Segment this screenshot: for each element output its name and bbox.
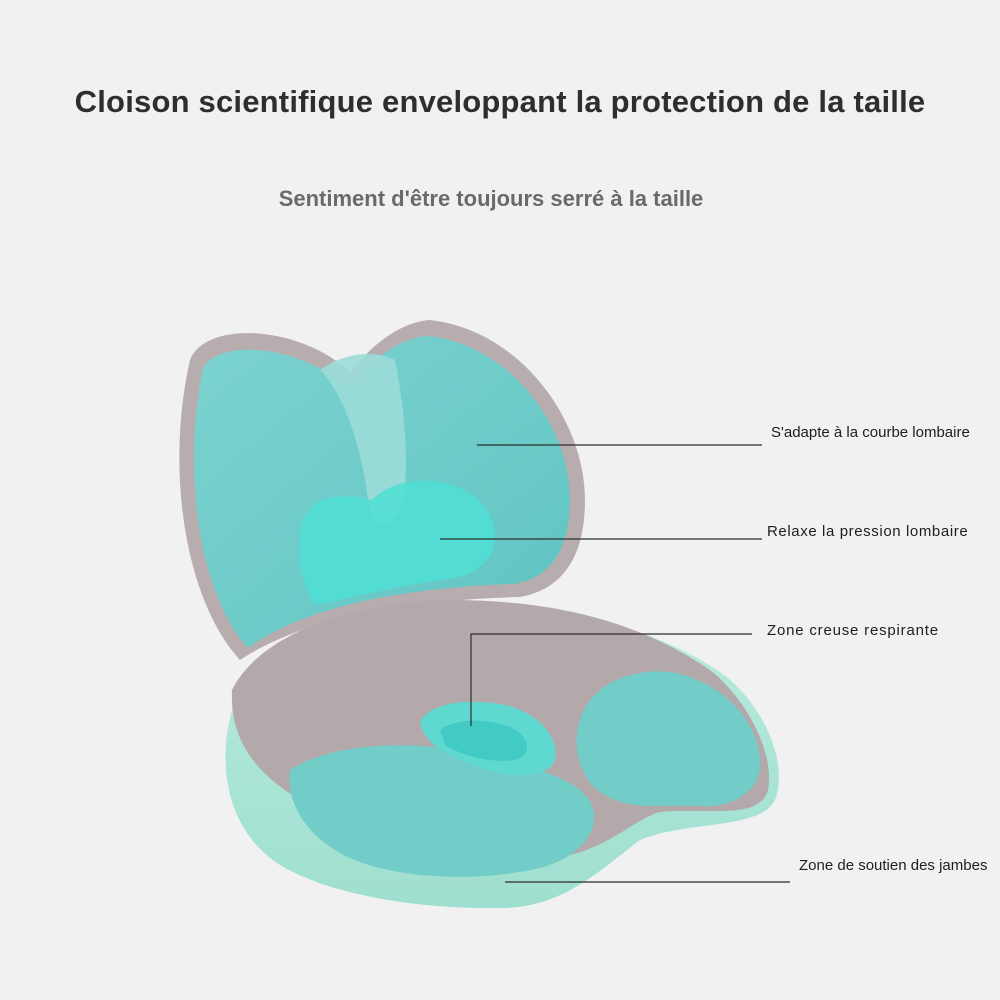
page-title: Cloison scientifique enveloppant la prot… <box>74 84 926 119</box>
callout-hollow-zone: Zone creuse respirante <box>767 622 939 639</box>
seat-cushion <box>225 600 779 909</box>
page-subtitle: Sentiment d'être toujours serré à la tai… <box>278 186 704 211</box>
back-cushion <box>179 320 586 660</box>
callout-leg-support: Zone de soutien des jambes <box>799 857 988 874</box>
callout-lumbar-curve: S'adapte à la courbe lombaire <box>771 424 970 441</box>
callout-lumbar-pressure: Relaxe la pression lombaire <box>767 523 969 540</box>
pointer-lines <box>440 444 790 883</box>
pointer-line-hollow-zone <box>470 633 752 726</box>
